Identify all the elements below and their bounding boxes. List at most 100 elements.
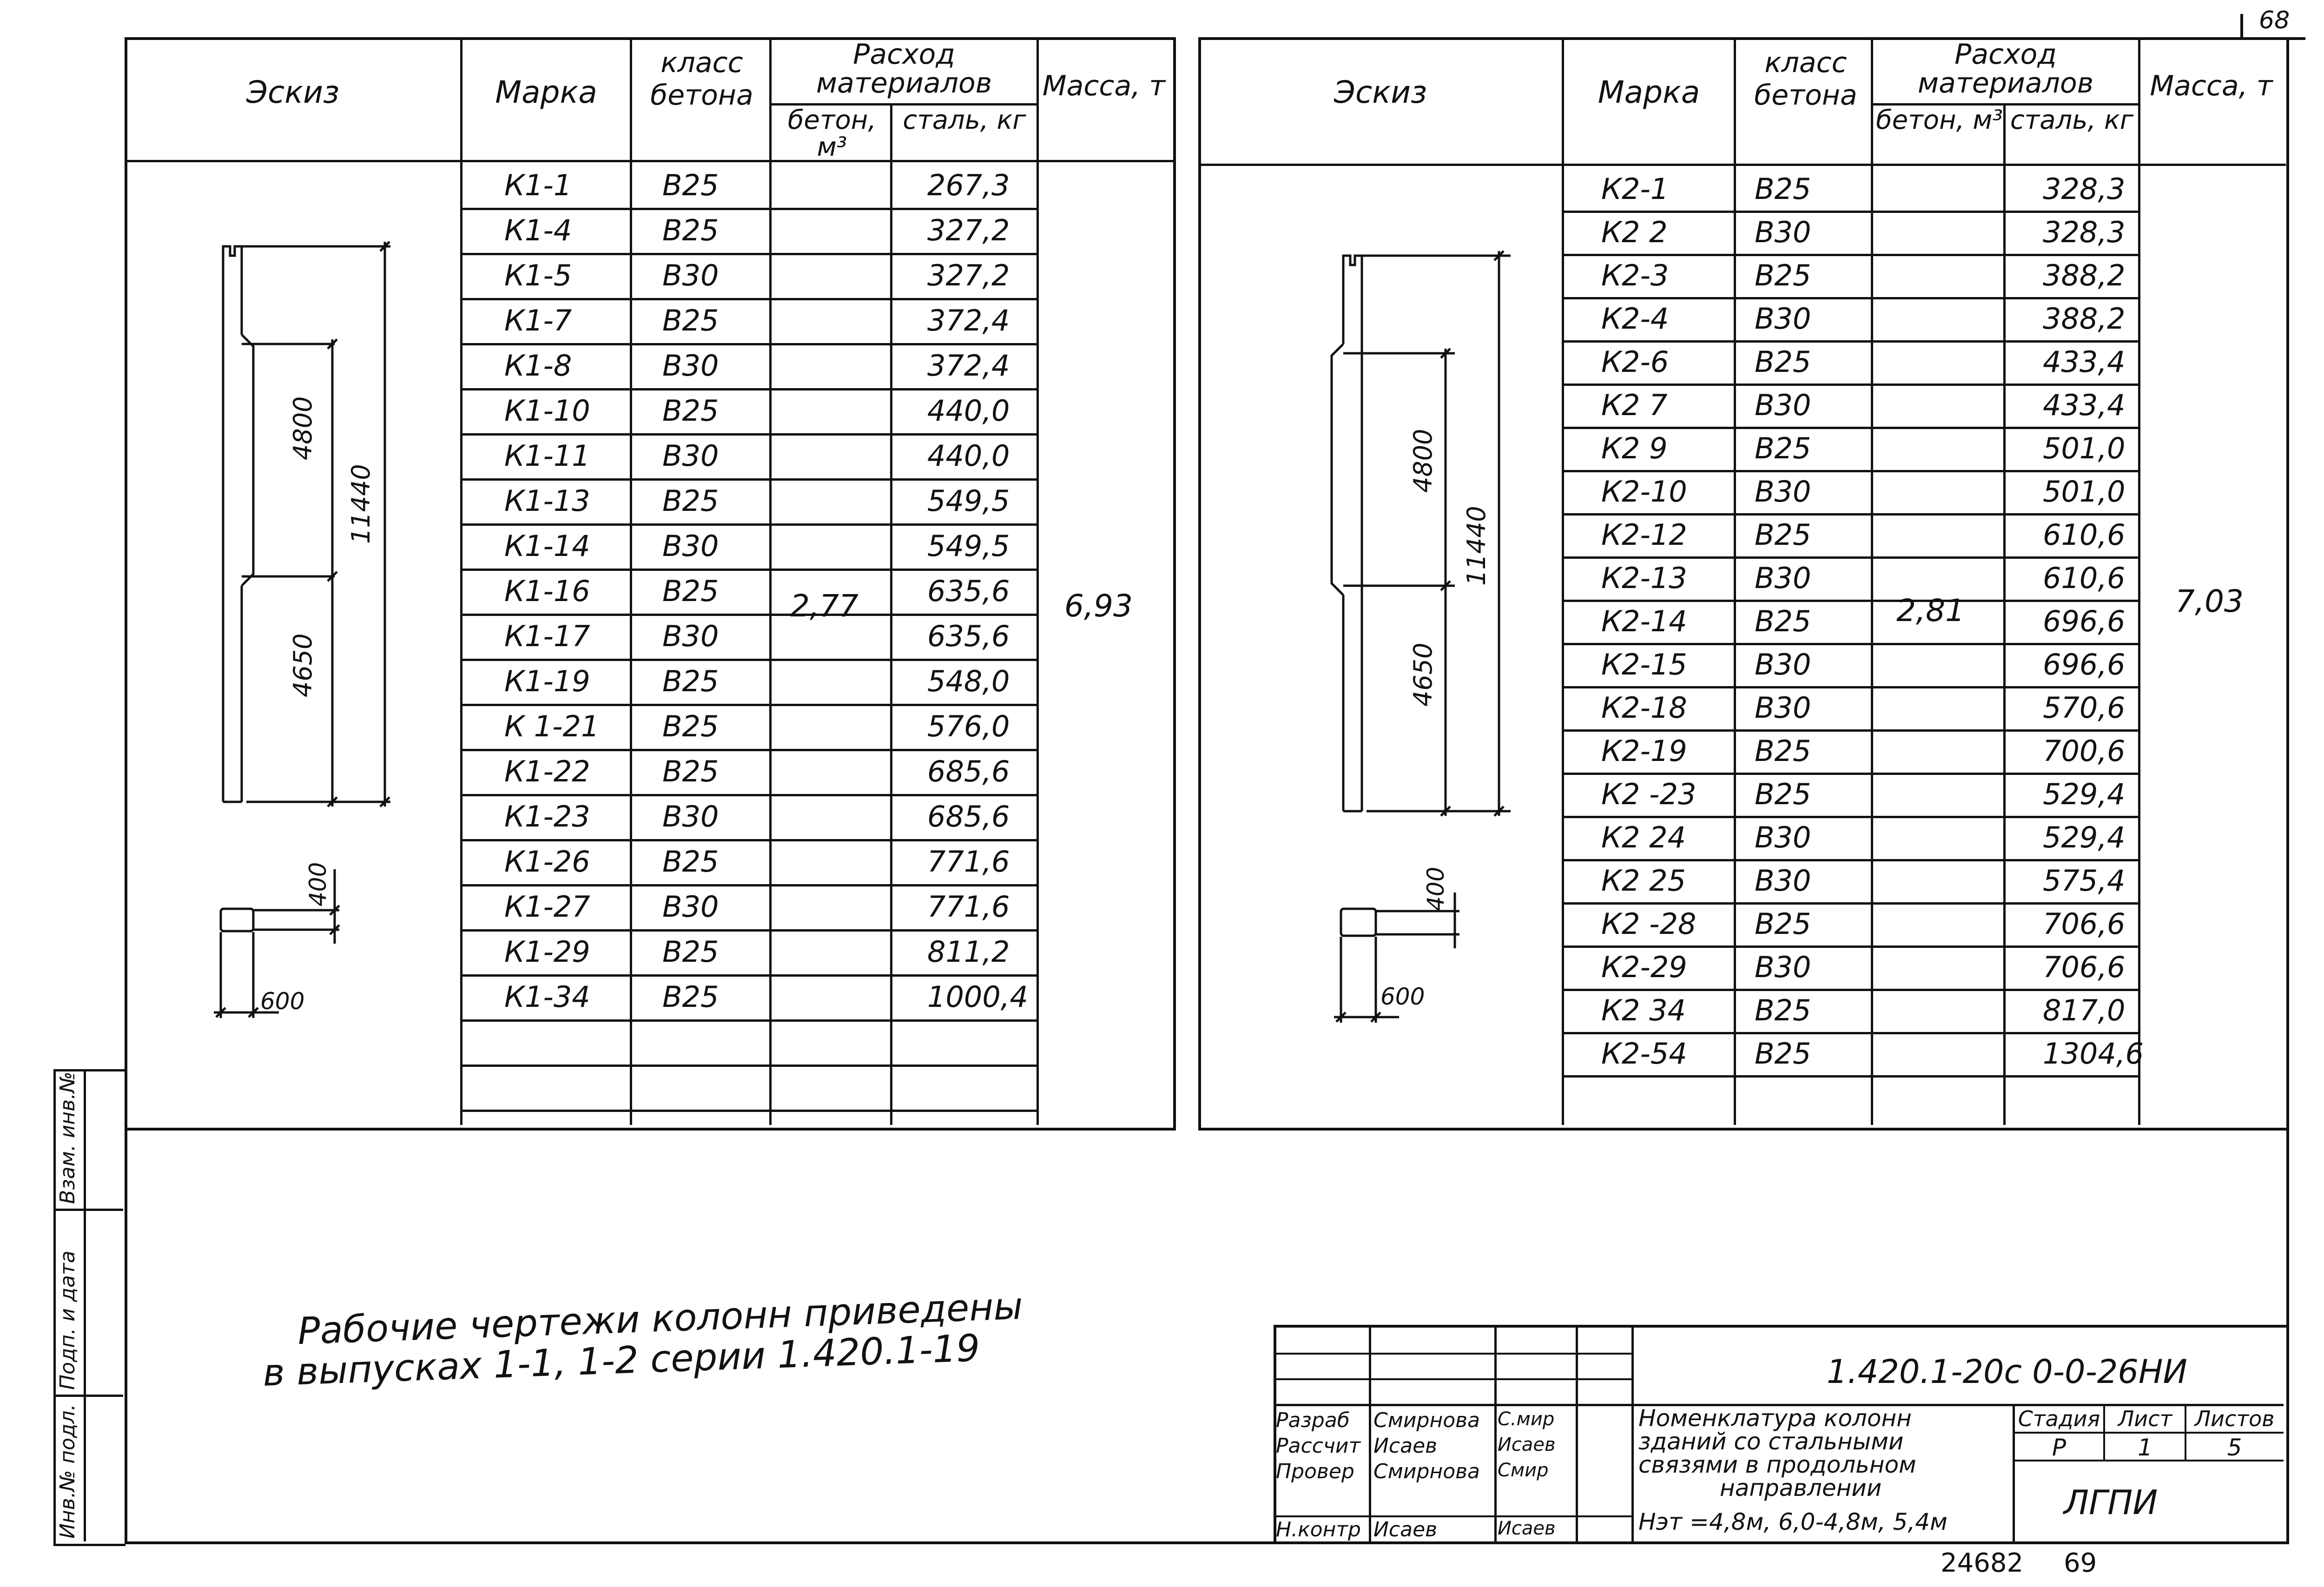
row-steel: 1000,4 bbox=[927, 980, 1028, 1014]
row-steel: 700,6 bbox=[2043, 734, 2126, 768]
tb-row-4 bbox=[1274, 1515, 1634, 1517]
side-stamp-row-line-1 bbox=[53, 1209, 123, 1211]
row-class: В25 bbox=[662, 304, 719, 337]
row-class: В30 bbox=[1755, 388, 1811, 422]
row-mark: К1-19 bbox=[504, 664, 590, 698]
tb-col-4 bbox=[1631, 1325, 1634, 1541]
side-stamp-divider bbox=[84, 1069, 86, 1541]
table-row: К2 9 В25 501,0 bbox=[1564, 427, 2138, 472]
side-stamp-cell-3: Взам. инв.№ bbox=[56, 1071, 79, 1204]
row-class: В30 bbox=[1755, 475, 1811, 509]
left-header-bottom-line bbox=[125, 160, 1173, 162]
row-steel: 433,4 bbox=[2043, 345, 2126, 379]
table-row: К2-15 В30 696,6 bbox=[1564, 643, 2138, 688]
table-row: К2-6 В25 433,4 bbox=[1564, 340, 2138, 386]
row-mark: К2 9 bbox=[1601, 431, 1668, 465]
row-mark: К1-23 bbox=[504, 800, 590, 833]
sheet-frame bbox=[125, 1123, 2289, 1544]
row-class: В25 bbox=[662, 845, 719, 879]
row-steel: 548,0 bbox=[927, 664, 1010, 698]
tb-role-5: Н.контр bbox=[1276, 1518, 1361, 1541]
row-class: В30 bbox=[662, 349, 719, 383]
tb-row-3 bbox=[1274, 1404, 2284, 1406]
row-steel: 433,4 bbox=[2043, 388, 2126, 422]
left-dim-section-w: 600 bbox=[260, 988, 305, 1015]
left-mass-value: 6,93 bbox=[1064, 588, 1133, 624]
row-class: В25 bbox=[1755, 993, 1811, 1027]
row-class: В30 bbox=[662, 800, 719, 833]
left-dim-total: 11440 bbox=[346, 464, 376, 544]
right-header-bottom-line bbox=[1198, 164, 2286, 166]
left-dim-upper: 4800 bbox=[288, 396, 317, 460]
table-row: К1-1 В25 267,3 bbox=[462, 163, 1037, 210]
right-column-sketch bbox=[1330, 250, 1511, 1023]
row-steel: 328,3 bbox=[2043, 215, 2126, 249]
tb-name-3: Смирнова bbox=[1373, 1460, 1480, 1483]
right-col-divider-2 bbox=[1734, 37, 1736, 1125]
tb-col-5 bbox=[2013, 1404, 2015, 1541]
row-mark: К1-8 bbox=[504, 349, 572, 383]
row-mark: К2-29 bbox=[1601, 950, 1687, 984]
left-header-mass: Масса, т bbox=[1042, 70, 1166, 102]
table-row: К2 -28 В25 706,6 bbox=[1564, 902, 2138, 948]
row-mark: К1-11 bbox=[504, 439, 590, 473]
left-concrete-value: 2,77 bbox=[790, 588, 858, 624]
right-dim-upper: 4800 bbox=[1408, 429, 1438, 493]
row-steel: 706,6 bbox=[2043, 950, 2126, 984]
row-mark: К2 34 bbox=[1601, 993, 1686, 1027]
row-steel: 327,2 bbox=[927, 213, 1010, 247]
tb-role-1: Разраб bbox=[1276, 1408, 1350, 1432]
row-steel: 771,6 bbox=[927, 845, 1010, 879]
table-row: К1-7 В25 372,4 bbox=[462, 298, 1037, 345]
row-mark: К2-15 bbox=[1601, 648, 1687, 681]
row-mark: К2 7 bbox=[1601, 388, 1668, 422]
table-row: К2 25 В30 575,4 bbox=[1564, 859, 2138, 905]
row-steel: 549,5 bbox=[927, 484, 1010, 518]
table-row: К2-3 В25 388,2 bbox=[1564, 254, 2138, 299]
table-row: К1-16 В25 635,6 bbox=[462, 569, 1037, 616]
row-steel: 575,4 bbox=[2043, 864, 2126, 898]
side-stamp-row-line-2 bbox=[53, 1395, 123, 1397]
tb-name-5: Исаев bbox=[1373, 1518, 1438, 1541]
row-steel: 685,6 bbox=[927, 800, 1010, 833]
row-class: В25 bbox=[1755, 518, 1811, 552]
row-class: В30 bbox=[1755, 302, 1811, 336]
table-row: К2-19 В25 700,6 bbox=[1564, 729, 2138, 775]
row-mark: К2-3 bbox=[1601, 258, 1669, 292]
row-steel: 388,2 bbox=[2043, 302, 2126, 336]
table-row: К 1-21 В25 576,0 bbox=[462, 704, 1037, 751]
row-steel: 635,6 bbox=[927, 574, 1010, 608]
row-mark: К1-27 bbox=[504, 890, 590, 924]
right-header-mass: Масса, т bbox=[2150, 70, 2273, 102]
row-class: В25 bbox=[1755, 777, 1811, 811]
tb-row-1 bbox=[1274, 1353, 1634, 1355]
table-row: К2-1 В25 328,3 bbox=[1564, 167, 2138, 213]
row-mark: К2-1 bbox=[1601, 172, 1669, 206]
tb-params: Нэт =4,8м, 6,0-4,8м, 5,4м bbox=[1638, 1508, 1948, 1535]
row-class: В30 bbox=[1755, 864, 1811, 898]
left-col-divider-3 bbox=[769, 37, 772, 1125]
row-class: В30 bbox=[662, 619, 719, 653]
right-col-divider-3 bbox=[1871, 37, 1873, 1125]
row-class: В25 bbox=[662, 935, 719, 969]
row-mark: К2 -23 bbox=[1601, 777, 1697, 811]
row-steel: 440,0 bbox=[927, 394, 1010, 428]
right-dim-section-w: 600 bbox=[1380, 983, 1425, 1010]
row-mark: К1-22 bbox=[504, 754, 590, 788]
tb-stage: Р bbox=[2052, 1434, 2067, 1461]
row-steel: 501,0 bbox=[2043, 431, 2126, 465]
left-dim-lower: 4650 bbox=[288, 633, 317, 697]
row-mark: К1-1 bbox=[504, 168, 572, 202]
table-row: К1-11 В30 440,0 bbox=[462, 433, 1037, 481]
left-header-mark: Марка bbox=[495, 74, 597, 110]
row-mark: К2 -28 bbox=[1601, 907, 1697, 941]
row-class: В25 bbox=[1755, 172, 1811, 206]
row-steel: 576,0 bbox=[927, 709, 1010, 743]
left-col-divider-2 bbox=[630, 37, 632, 1125]
tb-col-1 bbox=[1369, 1325, 1371, 1541]
row-mark: К2-10 bbox=[1601, 475, 1687, 509]
tb-row-5 bbox=[2013, 1432, 2284, 1434]
table-row bbox=[462, 1019, 1037, 1067]
left-header-consumption: Расход материалов bbox=[816, 38, 992, 99]
row-mark: К1-26 bbox=[504, 845, 590, 879]
